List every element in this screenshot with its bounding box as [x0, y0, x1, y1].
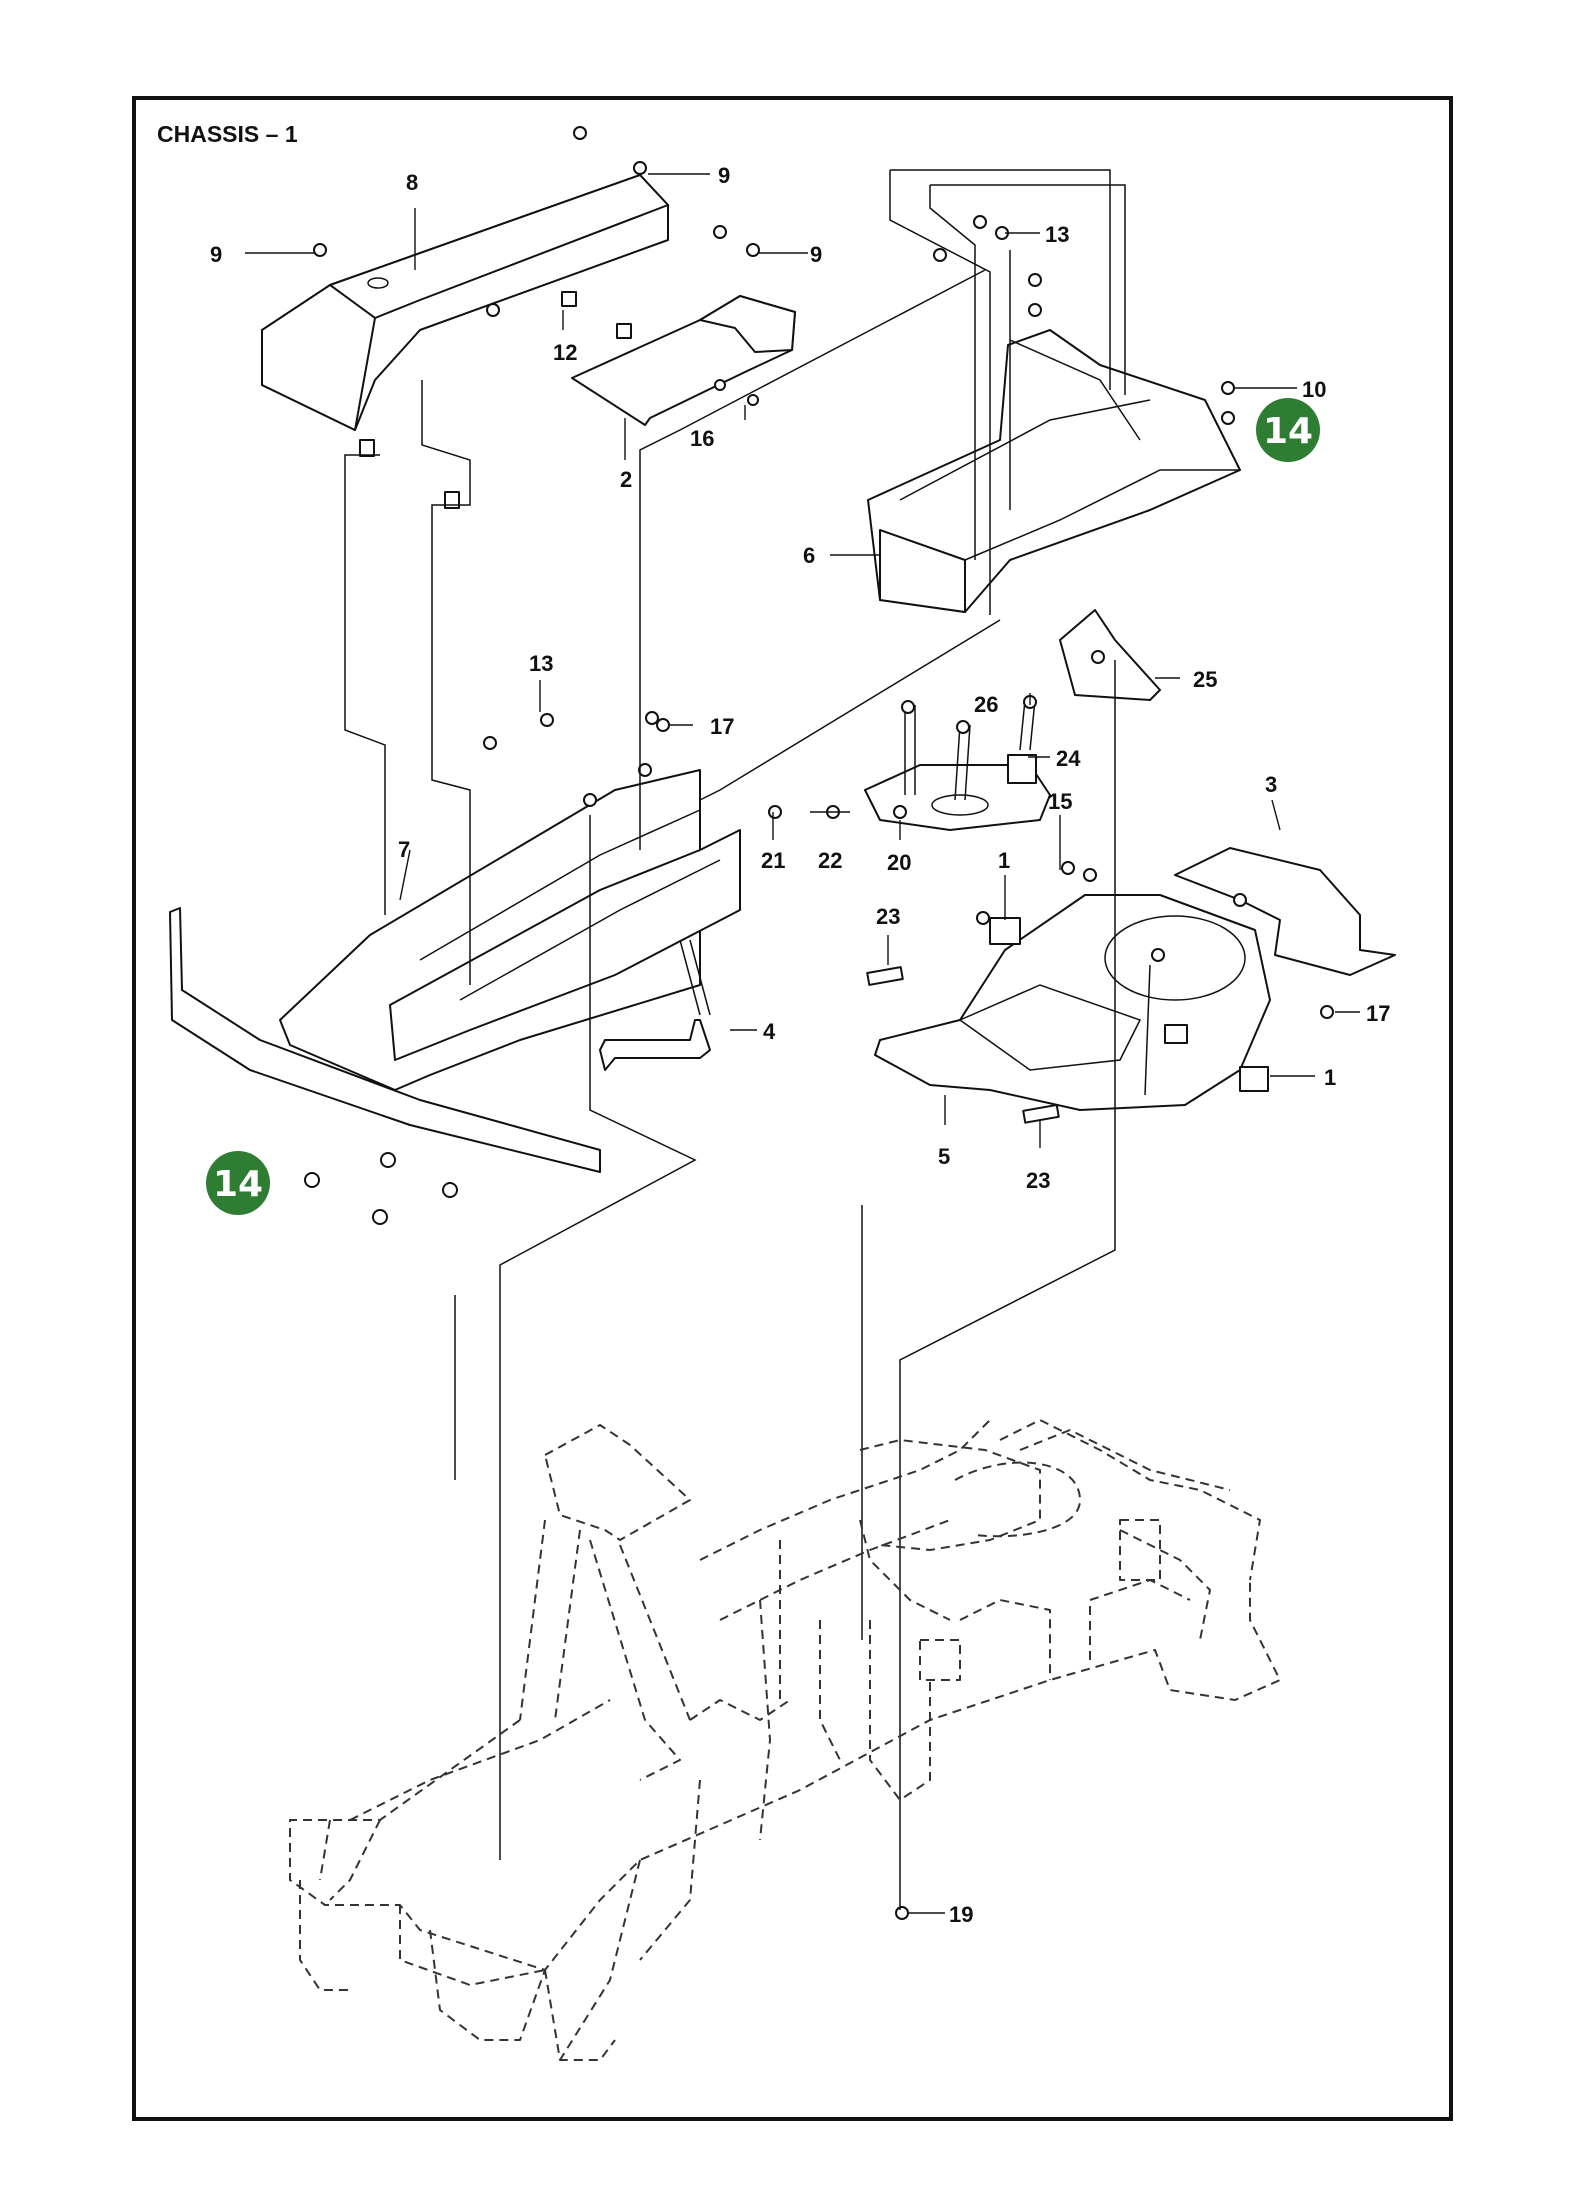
callout-9-left: 9 [210, 242, 222, 267]
callout-26: 26 [974, 692, 998, 717]
part-20-mount-plate [864, 699, 1051, 831]
part-5-footrest-platform [874, 894, 1271, 1111]
part-4-bracket [599, 1019, 711, 1071]
callout-23-top: 23 [876, 904, 900, 929]
callout-6: 6 [803, 543, 815, 568]
callout-7: 7 [398, 837, 410, 862]
callout-1-right: 1 [1324, 1065, 1336, 1090]
callout-8: 8 [406, 170, 418, 195]
callout-17-right: 17 [1366, 1001, 1390, 1026]
callout-10: 10 [1302, 377, 1326, 402]
part-3-plate [1174, 847, 1396, 976]
callout-13-top: 13 [1045, 222, 1069, 247]
part-12-clip-2 [616, 323, 632, 339]
callout-16: 16 [690, 426, 714, 451]
part-6-seat-frame [867, 329, 1241, 613]
callout-20: 20 [887, 850, 911, 875]
part-8-fender-cover [261, 174, 669, 509]
part-2-cover-plate [571, 295, 796, 426]
badge-14-top: 14 [1256, 398, 1320, 462]
callout-2: 2 [620, 467, 632, 492]
callout-4: 4 [763, 1019, 776, 1044]
callout-5: 5 [938, 1144, 950, 1169]
diagram-border [132, 96, 1453, 2121]
callout-9-right: 9 [810, 242, 822, 267]
callout-17-left: 17 [710, 714, 734, 739]
part-1-bumper-pad-2 [1239, 1066, 1269, 1092]
callout-19: 19 [949, 1902, 973, 1927]
assembly-guide-lines [344, 169, 1151, 1910]
callout-leaders [245, 173, 1360, 1914]
callout-3: 3 [1265, 772, 1277, 797]
part-12-clip [561, 291, 577, 307]
part-7-side-frame [279, 769, 741, 1091]
bolt-set [304, 126, 1334, 1920]
callout-23-bottom: 23 [1026, 1168, 1050, 1193]
front-bumper [169, 907, 601, 1173]
callout-1-top: 1 [998, 848, 1010, 873]
main-frame-dashed [289, 1419, 1281, 2061]
callout-labels: 8 9 9 9 12 2 16 13 10 6 25 13 17 26 24 1… [210, 163, 1390, 1927]
callout-25: 25 [1193, 667, 1217, 692]
callout-9-top: 9 [718, 163, 730, 188]
part-25-bracket [1059, 609, 1161, 701]
callout-21: 21 [761, 848, 785, 873]
badge-14-left: 14 [206, 1151, 270, 1215]
callout-15: 15 [1048, 789, 1072, 814]
callout-24: 24 [1056, 746, 1081, 771]
callout-12: 12 [553, 340, 577, 365]
callout-22: 22 [818, 848, 842, 873]
svg-text:14: 14 [213, 1164, 263, 1205]
part-23-strip-2 [1022, 1103, 1060, 1124]
svg-text:14: 14 [1263, 411, 1313, 452]
diagram-title: CHASSIS – 1 [157, 121, 298, 147]
part-1-bumper-pad [989, 917, 1021, 945]
part-23-strip [866, 966, 904, 986]
callout-13-mid: 13 [529, 651, 553, 676]
